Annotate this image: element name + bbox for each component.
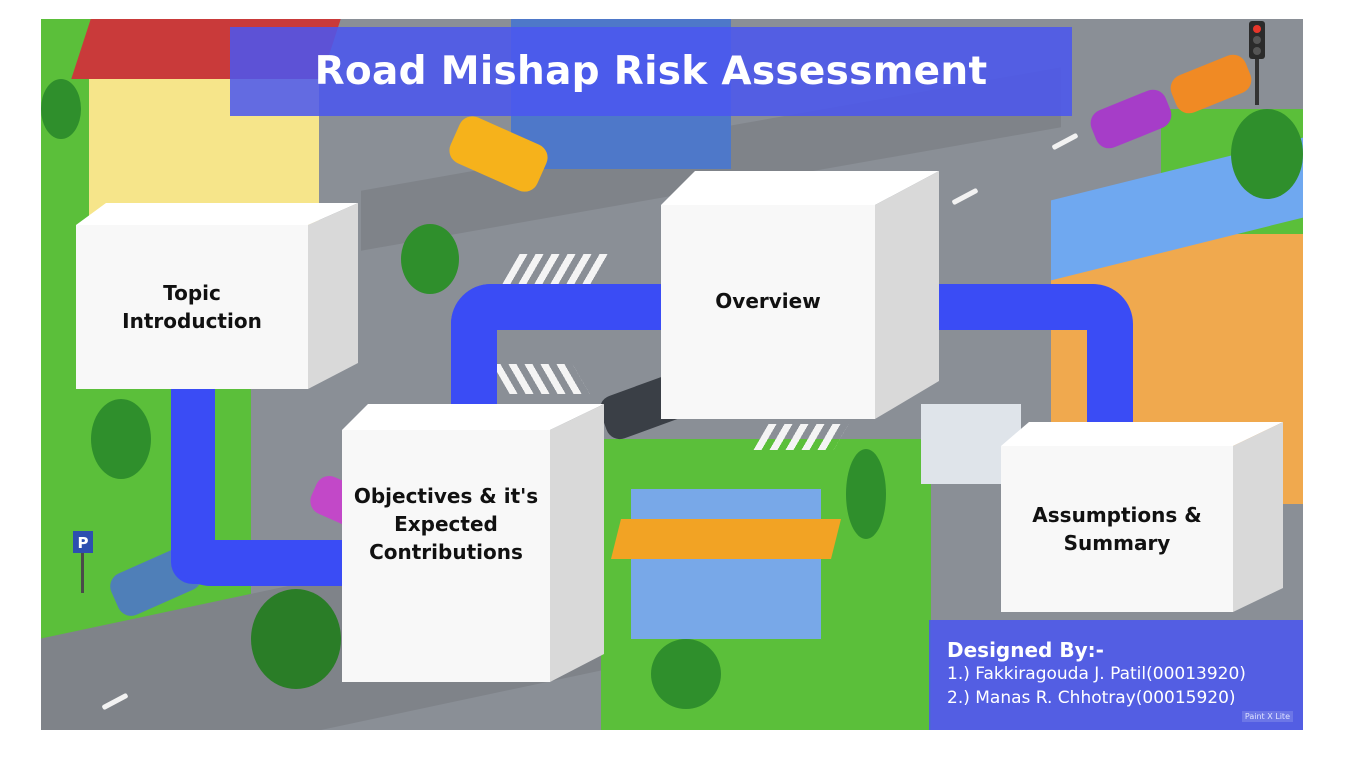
shop-awning (611, 519, 841, 559)
tree (1231, 109, 1303, 199)
credits-heading: Designed By:- (947, 638, 1303, 662)
title-banner: Road Mishap Risk Assessment (230, 27, 1072, 116)
ice-cream-shop (631, 489, 821, 639)
tree (91, 399, 151, 479)
presentation-title: Road Mishap Risk Assessment (315, 49, 988, 94)
tree (846, 449, 886, 539)
credits-panel: Designed By:- 1.) Fakkiragouda J. Patil(… (929, 620, 1303, 730)
author-line: 1.) Fakkiragouda J. Patil(00013920) (947, 662, 1303, 686)
orange-car (1166, 50, 1255, 117)
svg-text:P: P (78, 534, 89, 552)
tree (651, 639, 721, 709)
tree (41, 79, 81, 139)
step-label: Overview (715, 287, 820, 315)
crosswalk (502, 254, 609, 284)
slide-canvas: P Road Mishap Risk Assessment Topic Intr… (41, 19, 1303, 730)
tree (251, 589, 341, 689)
step-label: Objectives & it's Expected Contributions (354, 482, 538, 566)
crosswalk (753, 424, 848, 450)
author-line: 2.) Manas R. Chhotray(00015920) (947, 686, 1303, 710)
tree (401, 224, 459, 294)
step-label: Topic Introduction (122, 279, 262, 335)
watermark-badge: Paint X Lite (1242, 711, 1293, 722)
parking-sign-icon: P (73, 531, 93, 593)
crosswalk (492, 364, 589, 394)
step-label: Assumptions & Summary (1032, 501, 1201, 557)
traffic-light-icon (1249, 21, 1265, 105)
